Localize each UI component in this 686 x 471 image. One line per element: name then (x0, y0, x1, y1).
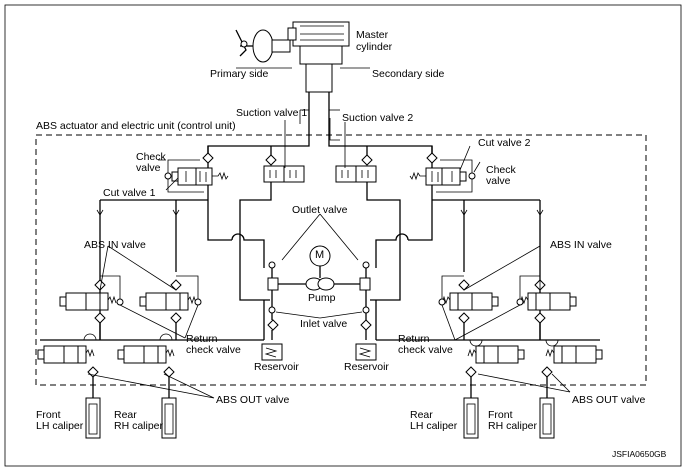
label-return-check-left-2: check valve (186, 344, 241, 356)
label-cut-valve-1: Cut valve 1 (103, 187, 156, 199)
pump-motor (278, 245, 362, 291)
label-abs-out-valve-right: ABS OUT valve (572, 394, 646, 406)
label-front-lh-2: LH caliper (36, 420, 84, 432)
label-front-rh-1: Front (488, 409, 513, 421)
label-reservoir-right: Reservoir (344, 361, 389, 373)
caliper-front-lh (85, 397, 101, 439)
label-cut-valve-2: Cut valve 2 (478, 137, 531, 149)
label-rear-lh-1: Rear (410, 409, 433, 421)
cut-valve-2-filter (426, 152, 438, 164)
abs-out-valve-rf (541, 345, 603, 378)
label-primary-side: Primary side (210, 68, 269, 80)
label-inlet-valve: Inlet valve (300, 318, 348, 330)
label-suction-valve-2: Suction valve 2 (342, 112, 414, 124)
label-return-check-right-1: Return (398, 333, 430, 345)
reservoir-left (261, 343, 283, 361)
leader-lines (87, 67, 571, 399)
label-suction-valve-1: Suction valve 1 (236, 107, 308, 119)
label-master-cylinder-1: Master (356, 29, 389, 41)
label-front-rh-2: RH caliper (488, 420, 538, 432)
cut-valve-1 (171, 167, 229, 186)
check-valve-right (468, 172, 476, 180)
abs-in-valve-rl (438, 279, 499, 324)
label-control-unit: ABS actuator and electric unit (control … (36, 120, 236, 132)
abs-out-valve-rr (117, 345, 175, 378)
figure-code: JSFIA0650GB (612, 449, 667, 459)
master-cylinder (287, 21, 350, 93)
label-abs-in-valve-left: ABS IN valve (84, 239, 146, 251)
pump-inlet-valves (267, 306, 372, 331)
caliper-front-rh (539, 397, 555, 439)
label-pump: Pump (308, 292, 336, 304)
cut-valve-2 (409, 167, 467, 186)
abs-out-valve-lf (37, 345, 99, 378)
label-motor: M (315, 249, 325, 261)
label-master-cylinder-2: cylinder (356, 41, 393, 53)
reservoir-right (355, 343, 377, 361)
brake-booster-pedal (235, 29, 291, 63)
label-abs-out-valve-left: ABS OUT valve (216, 394, 290, 406)
label-reservoir-left: Reservoir (254, 361, 299, 373)
cut-valve-1-filter (202, 152, 214, 164)
suction-valve-2 (335, 154, 377, 183)
figure-frame (4, 4, 682, 467)
abs-in-valve-rr (139, 279, 202, 324)
label-return-check-right-2: check valve (398, 344, 453, 356)
label-outlet-valve: Outlet valve (292, 204, 348, 216)
control-unit-boundary (35, 134, 647, 386)
abs-out-valve-rl (465, 345, 525, 378)
suction-valve-1 (263, 154, 305, 183)
label-rear-rh-2: RH caliper (114, 420, 164, 432)
label-check-valve-left-1: Check (136, 151, 166, 163)
label-check-valve-left-2: valve (136, 162, 161, 174)
label-rear-rh-1: Rear (114, 409, 137, 421)
caliper-rear-lh (463, 397, 479, 439)
label-front-lh-1: Front (36, 409, 61, 421)
label-return-check-left-1: Return (186, 333, 218, 345)
abs-in-valve-rf (516, 279, 577, 324)
label-rear-lh-2: LH caliper (410, 420, 458, 432)
caliper-rear-rh (161, 397, 177, 439)
label-check-valve-right-2: valve (486, 175, 511, 187)
abs-in-valve-lf (59, 279, 124, 324)
secondary-line (328, 92, 433, 158)
check-valve-left (164, 172, 172, 180)
pump-outlet-valves (267, 261, 371, 291)
label-abs-in-valve-right: ABS IN valve (550, 239, 612, 251)
label-secondary-side: Secondary side (372, 68, 445, 80)
label-check-valve-right-1: Check (486, 164, 516, 176)
